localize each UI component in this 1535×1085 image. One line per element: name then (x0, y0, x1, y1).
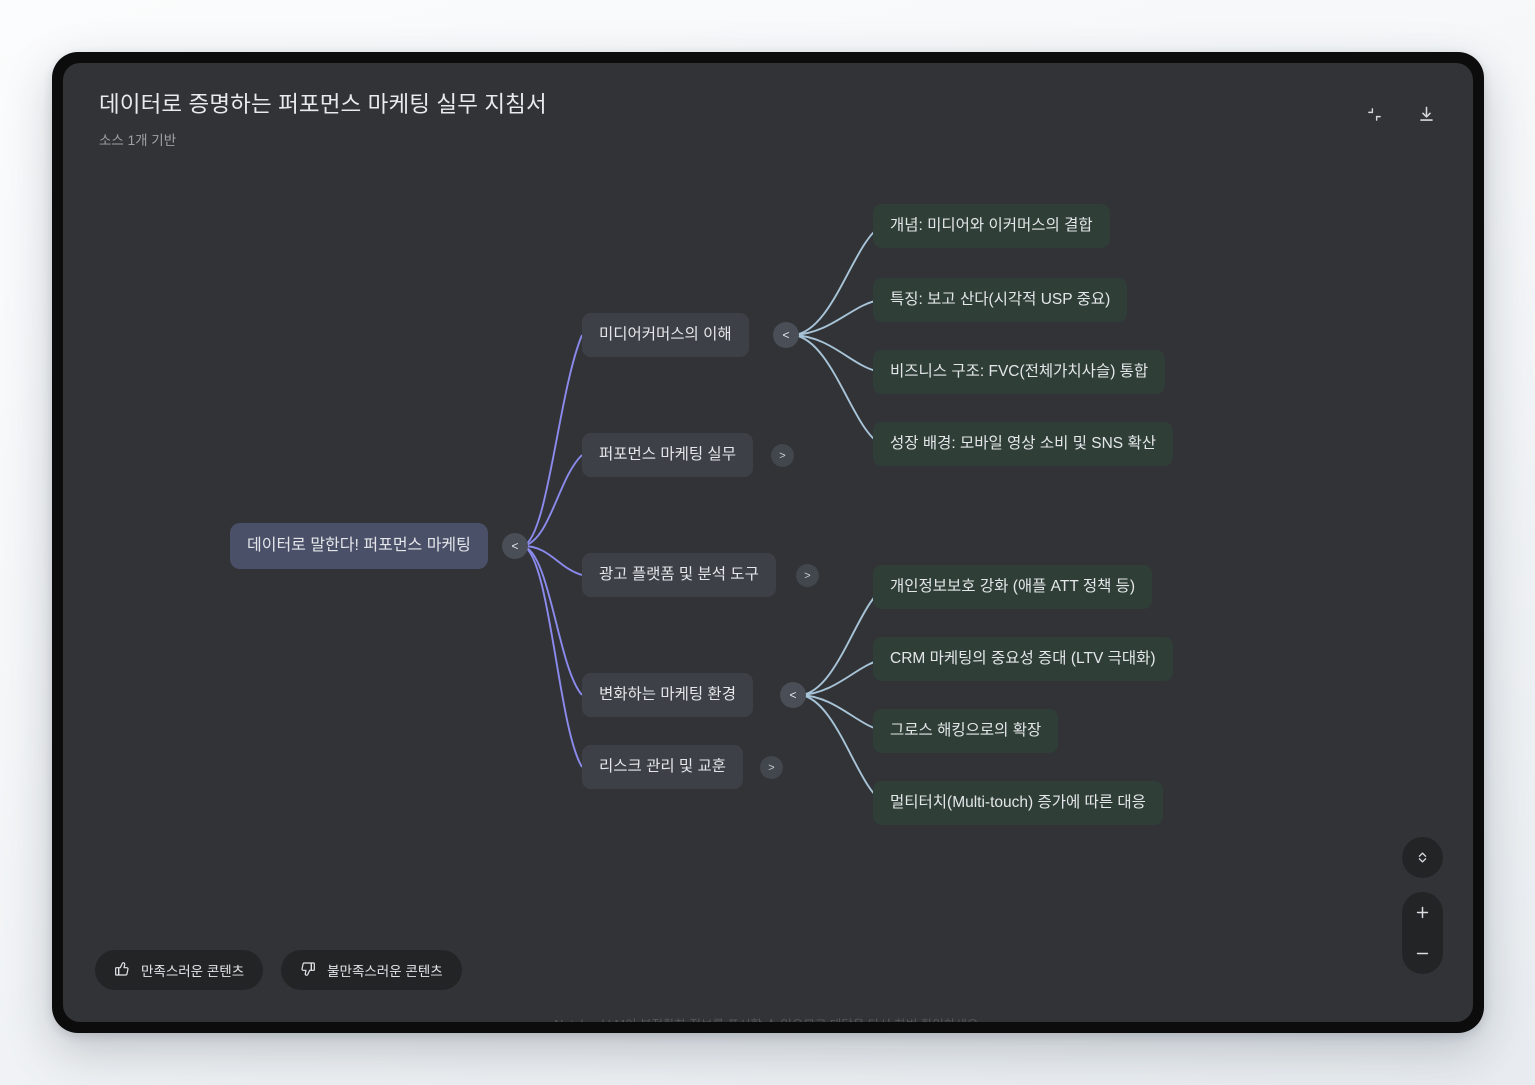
page-title: 데이터로 증명하는 퍼포먼스 마케팅 실무 지침서 (99, 92, 547, 117)
node-label: 데이터로 말한다! 퍼포먼스 마케팅 (247, 537, 471, 554)
positive-feedback-button[interactable]: 만족스러운 콘텐츠 (95, 950, 264, 990)
node-label: 광고 플랫폼 및 분석 도구 (599, 566, 759, 584)
negative-feedback-label: 불만족스러운 콘텐츠 (327, 964, 443, 979)
zoom-controls (1402, 837, 1443, 974)
mindmap-node-leaf-2-2[interactable]: 그로스 해킹으로의 확장 (873, 709, 1059, 753)
toggle-root[interactable]: < (502, 533, 528, 559)
mindmap-node-branch-4[interactable]: 리스크 관리 및 교훈 (582, 745, 743, 789)
toggle-branch-2[interactable]: > (796, 564, 819, 587)
zoom-pill (1402, 892, 1443, 974)
node-label: 리스크 관리 및 교훈 (599, 758, 726, 776)
mindmap-node-branch-1[interactable]: 퍼포먼스 마케팅 실무 (582, 433, 753, 477)
node-label: CRM 마케팅의 중요성 증대 (LTV 극대화) (890, 650, 1156, 668)
chevron-left-icon: < (789, 688, 797, 702)
mindmap-node-leaf-1-2[interactable]: 비즈니스 구조: FVC(전체가치사슬) 통합 (873, 350, 1166, 394)
header-actions (1359, 99, 1441, 129)
node-label: 퍼포먼스 마케팅 실무 (599, 446, 736, 464)
mindmap-node-branch-2[interactable]: 광고 플랫폼 및 분석 도구 (582, 553, 776, 597)
fit-to-screen-button[interactable] (1402, 837, 1443, 878)
chevron-right-icon: > (768, 761, 775, 774)
node-label: 변화하는 마케팅 환경 (599, 686, 736, 704)
node-label: 멀티터치(Multi-touch) 증가에 따른 대응 (890, 794, 1146, 812)
mindmap-card: 데이터로 증명하는 퍼포먼스 마케팅 실무 지침서 소스 1개 기반 (52, 52, 1484, 1033)
mindmap-node-leaf-2-0[interactable]: 개인정보보호 강화 (애플 ATT 정책 등) (873, 565, 1153, 609)
chevron-left-icon: < (782, 328, 790, 342)
node-label: 개념: 미디어와 이커머스의 결합 (890, 217, 1093, 235)
zoom-in-button[interactable] (1402, 892, 1443, 933)
node-label: 그로스 해킹으로의 확장 (890, 722, 1042, 740)
mindmap-node-leaf-1-3[interactable]: 성장 배경: 모바일 영상 소비 및 SNS 확산 (873, 422, 1173, 466)
node-label: 특징: 보고 산다(시각적 USP 중요) (890, 291, 1111, 309)
mindmap-node-leaf-1-0[interactable]: 개념: 미디어와 이커머스의 결합 (873, 204, 1110, 248)
mindmap-node-leaf-2-1[interactable]: CRM 마케팅의 중요성 증대 (LTV 극대화) (873, 637, 1173, 681)
collapse-all-icon[interactable] (1359, 99, 1389, 129)
node-label: 개인정보보호 강화 (애플 ATT 정책 등) (890, 578, 1136, 596)
node-label: 성장 배경: 모바일 영상 소비 및 SNS 확산 (890, 435, 1156, 453)
download-icon[interactable] (1411, 99, 1441, 129)
node-label: 비즈니스 구조: FVC(전체가치사슬) 통합 (890, 363, 1149, 381)
chevron-right-icon: > (804, 569, 811, 582)
toggle-branch-0[interactable]: < (773, 322, 799, 348)
mindmap-node-branch-0[interactable]: 미디어커머스의 이해 (582, 313, 749, 357)
mindmap-node-leaf-1-1[interactable]: 특징: 보고 산다(시각적 USP 중요) (873, 278, 1128, 322)
toggle-branch-4[interactable]: > (760, 756, 783, 779)
mindmap-node-root[interactable]: 데이터로 말한다! 퍼포먼스 마케팅 (230, 523, 488, 569)
header: 데이터로 증명하는 퍼포먼스 마케팅 실무 지침서 소스 1개 기반 (63, 63, 1473, 149)
card-inner: 데이터로 증명하는 퍼포먼스 마케팅 실무 지침서 소스 1개 기반 (63, 63, 1473, 1022)
mindmap-node-branch-3[interactable]: 변화하는 마케팅 환경 (582, 673, 753, 717)
feedback-bar: 만족스러운 콘텐츠 불만족스러운 콘텐츠 (95, 950, 462, 990)
source-count-subtitle: 소스 1개 기반 (99, 133, 177, 149)
chevron-left-icon: < (511, 539, 519, 553)
negative-feedback-button[interactable]: 불만족스러운 콘텐츠 (281, 950, 462, 990)
chevron-right-icon: > (779, 449, 786, 462)
thumbs-up-icon (114, 961, 130, 980)
mindmap-canvas[interactable]: 데이터로 말한다! 퍼포먼스 마케팅 < 미디어커머스의 이해 < 퍼포먼스 마… (63, 63, 1473, 1022)
thumbs-down-icon (300, 961, 316, 980)
node-label: 미디어커머스의 이해 (599, 326, 732, 344)
toggle-branch-1[interactable]: > (771, 444, 794, 467)
mindmap-node-leaf-2-3[interactable]: 멀티터치(Multi-touch) 증가에 따른 대응 (873, 781, 1163, 825)
zoom-out-button[interactable] (1402, 933, 1443, 974)
positive-feedback-label: 만족스러운 콘텐츠 (141, 964, 245, 979)
toggle-branch-3[interactable]: < (780, 682, 806, 708)
